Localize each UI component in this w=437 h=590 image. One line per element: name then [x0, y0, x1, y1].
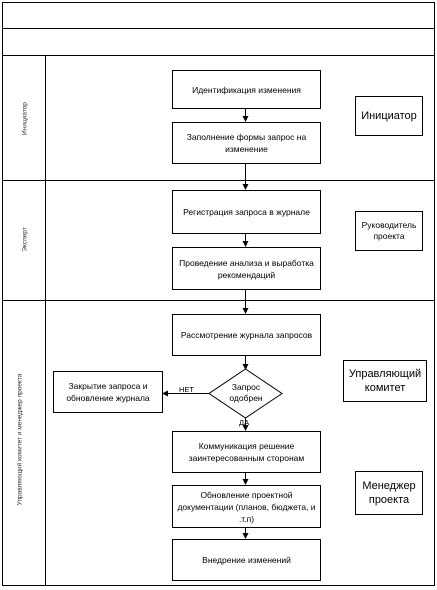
step-close: Закрытие запроса и обновление журнала	[53, 371, 163, 413]
step-identify-label: Идентификация изменения	[192, 84, 301, 95]
lane-label-committee: Управляющий комитет и менеджер проекта	[16, 373, 24, 506]
step-fill-form: Заполнение формы запрос на изменение	[172, 122, 321, 164]
role-committee: Управляющий комитет	[343, 360, 427, 402]
lane-label-initiator: Инициатор	[21, 102, 29, 135]
step-close-label: Закрытие запроса и обновление журнала	[66, 381, 150, 403]
role-manager: Руководитель проекта	[355, 211, 423, 251]
step-implement: Внедрение изменений	[172, 539, 321, 581]
step-update-docs-label: Обновление проектной документации (плано…	[177, 489, 316, 524]
step-identify: Идентификация изменения	[172, 70, 321, 109]
decision-diamond	[208, 368, 283, 419]
role-pm-label: Менеджер проекта	[362, 480, 416, 506]
step-analysis-label: Проведение анализа и выработка рекоменда…	[179, 257, 314, 280]
role-initiator-label: Инициатор	[361, 110, 417, 122]
step-communicate: Коммуникация решение заинтересованным ст…	[172, 431, 321, 473]
step-communicate-label: Коммуникация решение заинтересованным ст…	[188, 441, 305, 463]
role-committee-label: Управляющий комитет	[348, 368, 422, 394]
role-pm: Менеджер проекта	[355, 471, 423, 515]
step-register: Регистрация запроса в журнале	[172, 190, 321, 234]
branch-no-label: НЕТ	[179, 385, 194, 394]
lane-label-expert: Эксперт	[21, 227, 29, 252]
step-implement-label: Внедрение изменений	[202, 555, 291, 565]
step-review: Рассмотрение журнала запросов	[172, 314, 321, 356]
step-fill-form-label: Заполнение формы запрос на изменение	[186, 132, 307, 154]
step-register-label: Регистрация запроса в журнале	[183, 207, 310, 217]
step-update-docs: Обновление проектной документации (плано…	[172, 485, 321, 528]
decision-label: Запрос одобрен	[218, 382, 274, 404]
decision-text: Запрос одобрен	[229, 382, 263, 403]
role-initiator: Инициатор	[355, 96, 423, 136]
step-review-label: Рассмотрение журнала запросов	[180, 330, 313, 340]
role-manager-label: Руководитель проекта	[361, 220, 417, 241]
step-analysis: Проведение анализа и выработка рекоменда…	[172, 247, 321, 290]
branch-yes-label: ДА	[239, 418, 250, 427]
